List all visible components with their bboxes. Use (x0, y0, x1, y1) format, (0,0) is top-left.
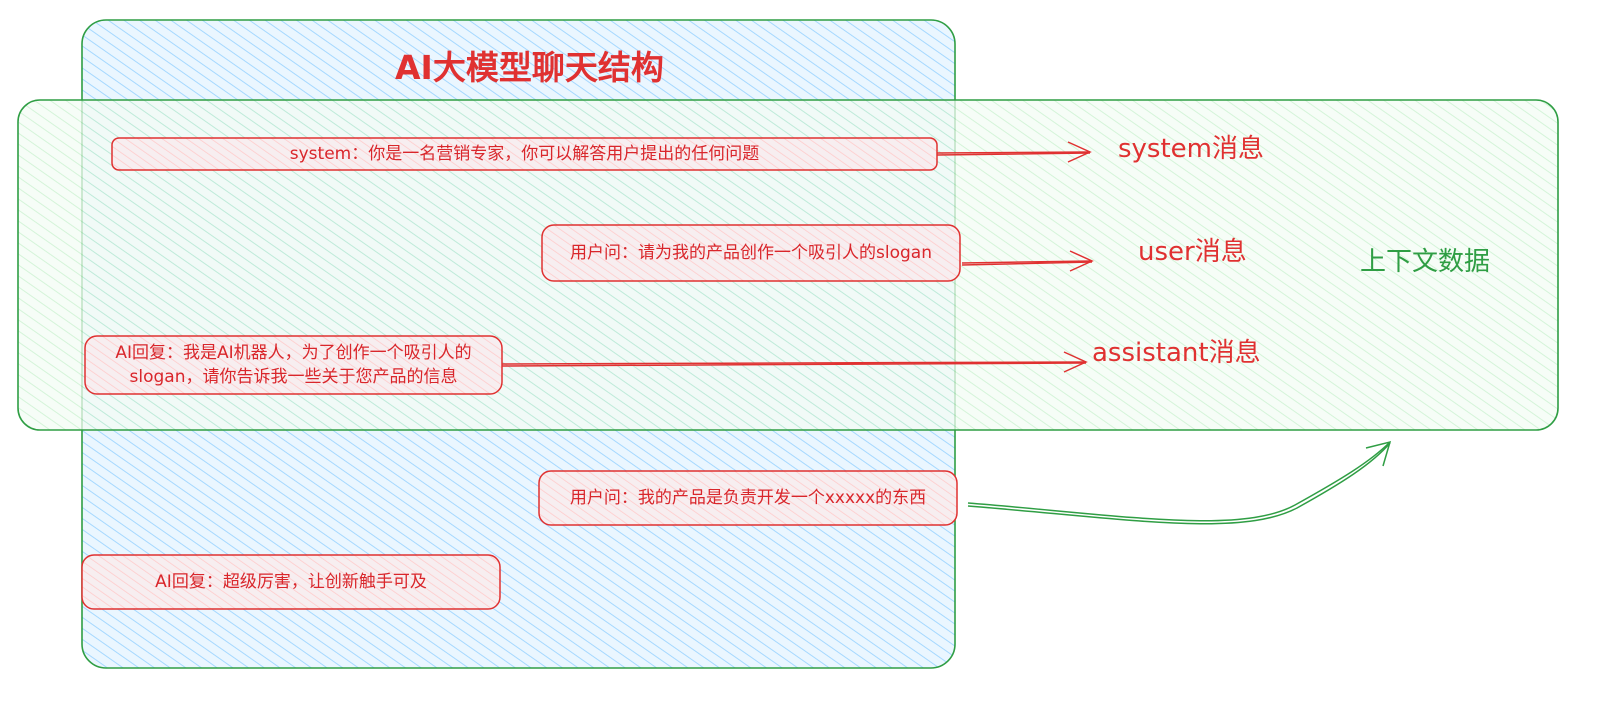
diagram-title: AI大模型聊天结构 (395, 48, 664, 87)
context-data-label: 上下文数据 (1360, 247, 1491, 277)
user-message-box-2 (538, 470, 958, 526)
assistant-role-label: assistant消息 (1092, 338, 1261, 368)
user-role-label: user消息 (1138, 237, 1247, 267)
assistant-message-line-1: AI回复：我是AI机器人，为了创作一个吸引人的 (115, 343, 472, 363)
user-message-text-2: 用户问：我的产品是负责开发一个xxxxx的东西 (569, 488, 927, 508)
system-message-text: system：你是一名营销专家，你可以解答用户提出的任何问题 (289, 144, 760, 164)
assistant-message-line-2: slogan，请你告诉我一些关于您产品的信息 (129, 367, 458, 387)
system-message-box (111, 137, 938, 171)
context-arrow (967, 440, 1392, 525)
system-arrow (936, 141, 1092, 163)
user-message-text-1: 用户问：请为我的产品创作一个吸引人的slogan (570, 243, 932, 263)
system-role-label: system消息 (1118, 134, 1264, 164)
assistant-message-box-2 (81, 554, 501, 610)
assistant-message-text-1: AI回复：我是AI机器人，为了创作一个吸引人的 slogan，请你告诉我一些关于… (85, 336, 502, 394)
user-arrow (961, 250, 1094, 272)
assistant-message-text-2: AI回复：超级厉害，让创新触手可及 (155, 572, 427, 592)
user-message-box-1 (541, 224, 961, 282)
assistant-arrow (501, 351, 1088, 373)
assistant-message-box-1 (84, 335, 503, 395)
